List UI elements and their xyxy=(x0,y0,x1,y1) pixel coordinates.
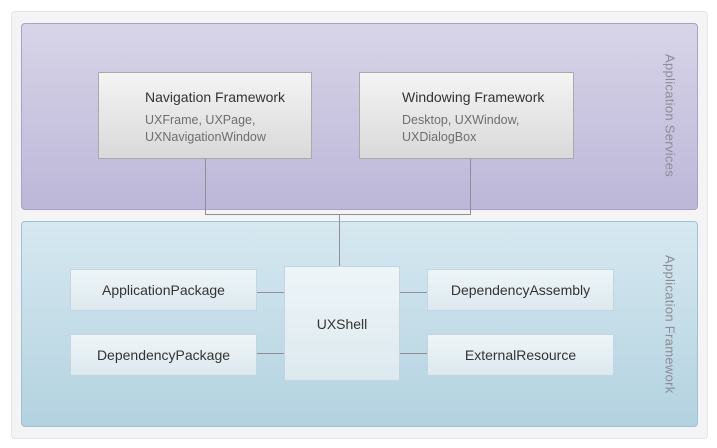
uxshell-box: UXShell xyxy=(284,266,400,381)
navigation-framework-line-1: UXFrame, UXPage, xyxy=(145,113,256,127)
navigation-framework-components: UXFrame, UXPage, UXNavigationWindow xyxy=(145,112,311,146)
navigation-framework-line-2: UXNavigationWindow xyxy=(145,130,266,144)
application-services-label: Application Services xyxy=(662,54,678,178)
windowing-framework-components: Desktop, UXWindow, UXDialogBox xyxy=(402,112,573,146)
windowing-framework-title: Windowing Framework xyxy=(402,89,545,105)
connector-navigation xyxy=(205,159,340,215)
application-framework-label: Application Framework xyxy=(662,254,678,394)
navigation-framework-box: Navigation Framework UXFrame, UXPage, UX… xyxy=(98,72,312,159)
application-package-box: ApplicationPackage xyxy=(70,269,257,311)
windowing-framework-line-2: UXDialogBox xyxy=(402,130,477,144)
external-resource-box: ExternalResource xyxy=(427,334,614,376)
dependency-assembly-box: DependencyAssembly xyxy=(427,269,614,311)
connector-windowing xyxy=(339,159,471,215)
windowing-framework-line-1: Desktop, UXWindow, xyxy=(402,113,520,127)
windowing-framework-box: Windowing Framework Desktop, UXWindow, U… xyxy=(359,72,574,159)
dependency-package-box: DependencyPackage xyxy=(70,334,257,376)
navigation-framework-title: Navigation Framework xyxy=(145,89,286,105)
